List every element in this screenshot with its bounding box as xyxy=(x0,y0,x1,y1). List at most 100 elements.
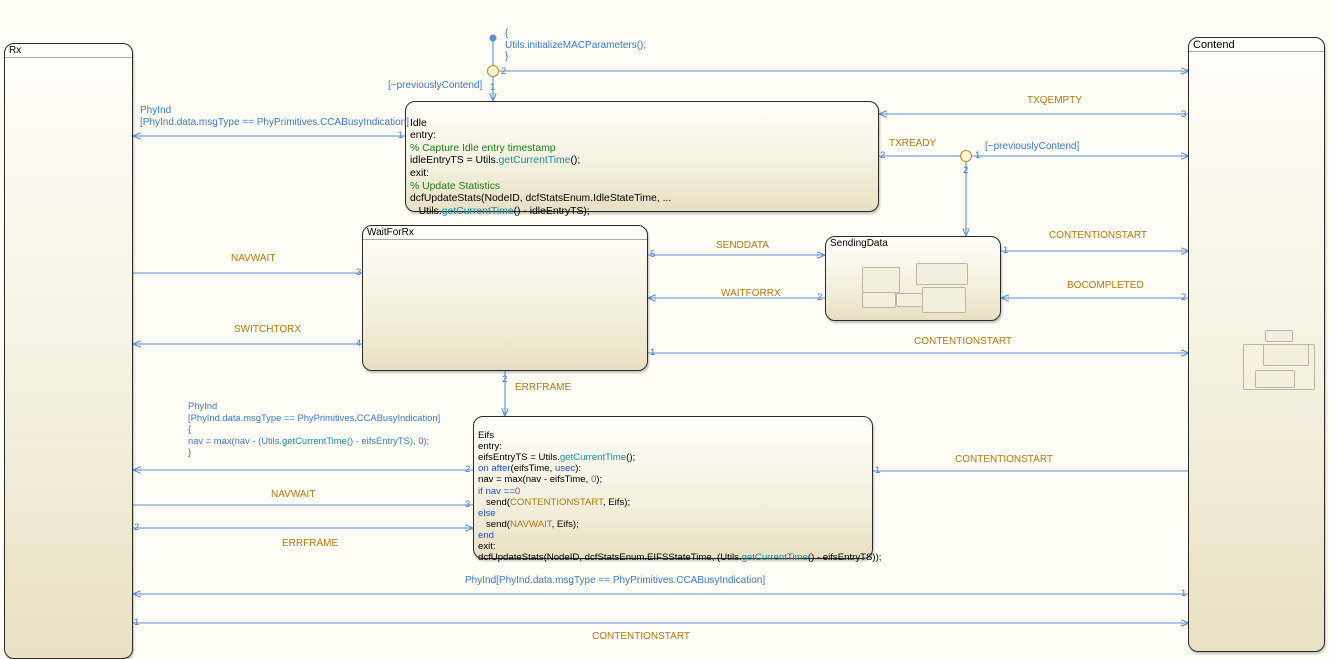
label-num: 0 xyxy=(418,434,424,446)
eifs-kw-after: after xyxy=(491,463,511,475)
fn-getcurrenttime: getCurrentTime xyxy=(559,452,627,464)
idle-code-post: (); xyxy=(570,155,581,167)
order-number: 1 xyxy=(1181,588,1187,599)
label-condition: [PhyInd.data.msgType == PhyPrimitives.CC… xyxy=(188,411,441,423)
inner-substate xyxy=(916,263,968,285)
label-event: PhyInd xyxy=(140,105,172,116)
divider xyxy=(363,239,647,240)
action-text: (); xyxy=(636,39,647,51)
label-contentionstart-1[interactable]: CONTENTIONSTART xyxy=(1049,230,1147,241)
label-action: ); xyxy=(423,434,430,446)
order-number: 4 xyxy=(356,338,362,349)
state-waitforrx[interactable]: WaitForRx xyxy=(362,225,648,371)
default-transition-action: { Utils.initializeMACParameters(); } xyxy=(505,28,646,63)
order-number: 2 xyxy=(963,165,969,176)
order-number: 1 xyxy=(1003,245,1009,256)
order-number: 1 xyxy=(134,617,140,628)
brace: { xyxy=(505,28,509,39)
label-navwait-2[interactable]: NAVWAIT xyxy=(271,489,316,500)
eifs-exit-label: exit: xyxy=(478,541,496,553)
eifs-kw-else: else xyxy=(478,507,496,519)
label-errframe-2[interactable]: ERRFRAME xyxy=(282,538,339,549)
action-text: Utils. xyxy=(505,39,528,51)
idle-stats-2-post: () - idleEntryTS); xyxy=(513,205,590,217)
label-condition: [PhyInd.data.msgType == PhyPrimitives.CC… xyxy=(140,116,410,128)
eifs-code: (eifsTime, xyxy=(510,463,555,475)
label-contentionstart-3[interactable]: CONTENTIONSTART xyxy=(955,454,1053,465)
order-number: 2 xyxy=(1181,292,1187,303)
label-prev-contend-2[interactable]: [~previouslyContend] xyxy=(985,141,1080,152)
order-number: 2 xyxy=(817,292,823,303)
eifs-kw-if: if xyxy=(478,485,483,497)
inner-substate xyxy=(862,292,896,308)
state-title: SendingData xyxy=(830,238,888,249)
order-number: 1 xyxy=(650,347,656,358)
divider xyxy=(1189,51,1324,52)
eifs-code: nav == xyxy=(482,485,515,497)
label-contentionstart-2[interactable]: CONTENTIONSTART xyxy=(914,336,1012,347)
inner-substate xyxy=(896,293,924,307)
brace: } xyxy=(505,51,509,62)
order-number: 1 xyxy=(975,150,981,161)
label-bocompleted[interactable]: BOCOMPLETED xyxy=(1067,280,1144,291)
junction-2 xyxy=(959,149,973,163)
brace: { xyxy=(188,423,192,434)
idle-comment-1: % Capture Idle entry timestamp xyxy=(410,142,556,154)
eifs-code: dcfUpdateStats(NodeID, dcfStatsEnum.EIFS… xyxy=(478,552,742,564)
fn-getcurrenttime: getCurrentTime xyxy=(498,155,571,167)
fn-getcurrenttime: getCurrentTime xyxy=(441,205,514,217)
eifs-code: () - eifsEntryTS)); xyxy=(807,552,882,564)
state-title: WaitForRx xyxy=(367,227,414,238)
idle-stats-1: dcfUpdateStats(NodeID, dcfStatsEnum.Idle… xyxy=(410,193,672,205)
state-contend[interactable]: Contend xyxy=(1188,37,1325,652)
eifs-kw-usec: usec xyxy=(554,463,576,475)
state-idle[interactable]: Idle entry: % Capture Idle entry timesta… xyxy=(405,101,879,217)
label-navwait-1[interactable]: NAVWAIT xyxy=(231,253,276,264)
order-number: 3 xyxy=(1181,109,1187,120)
eifs-code: (); xyxy=(626,452,636,464)
label-action: nav = max(nav - (Utils. xyxy=(188,434,283,446)
inner-substate xyxy=(1255,370,1295,388)
label-txqempty[interactable]: TXQEMPTY xyxy=(1027,95,1083,106)
eifs-code: nav = max(nav - eifsTime, xyxy=(478,474,591,486)
action-fn: initializeMACParameters xyxy=(527,39,637,51)
state-rx[interactable]: Rx xyxy=(4,43,133,659)
divider xyxy=(5,57,132,58)
junction-1 xyxy=(486,64,500,78)
order-number: 2 xyxy=(465,464,471,475)
order-number: 1 xyxy=(490,82,496,93)
label-errframe-1[interactable]: ERRFRAME xyxy=(515,382,572,393)
order-number: 5 xyxy=(650,249,656,260)
label-phyind-3[interactable]: PhyInd[PhyInd.data.msgType == PhyPrimiti… xyxy=(465,575,766,586)
order-number: 2 xyxy=(501,66,507,77)
label-senddata[interactable]: SENDDATA xyxy=(716,240,769,251)
order-number: 3 xyxy=(465,499,471,510)
default-transition-dot xyxy=(489,34,497,42)
eifs-kw-end: end xyxy=(478,529,495,541)
label-txready[interactable]: TXREADY xyxy=(889,138,937,149)
inner-substate xyxy=(1263,344,1309,366)
label-phyind-2[interactable]: PhyInd [PhyInd.data.msgType == PhyPrimit… xyxy=(188,400,440,458)
inner-substate xyxy=(862,267,900,293)
idle-entry-label: entry: xyxy=(410,130,436,142)
label-contentionstart-4[interactable]: CONTENTIONSTART xyxy=(592,631,690,642)
brace: } xyxy=(188,446,192,457)
state-title: Rx xyxy=(9,45,22,56)
order-number: 2 xyxy=(880,150,886,161)
order-number: 3 xyxy=(356,267,362,278)
label-event: PhyInd xyxy=(188,400,218,411)
eifs-code: , Eifs); xyxy=(602,496,631,508)
state-title: Eifs xyxy=(478,430,494,442)
label-switchtorx[interactable]: SWITCHTORX xyxy=(234,324,302,335)
eifs-event: NAVWAIT xyxy=(510,518,552,530)
label-waitforrx[interactable]: WAITFORRX xyxy=(721,288,781,299)
label-action: () - eifsEntryTS), xyxy=(346,434,419,446)
state-eifs[interactable]: Eifs entry: eifsEntryTS = Utils.getCurre… xyxy=(473,416,881,563)
idle-stats-2-pre: Utils. xyxy=(410,205,442,217)
eifs-code: ); xyxy=(596,474,603,486)
state-sendingdata[interactable]: SendingData xyxy=(825,236,1001,321)
label-prev-contend-1[interactable]: [~previouslyContend] xyxy=(388,80,483,91)
order-number: 1 xyxy=(875,465,881,476)
label-phyind-1[interactable]: PhyInd [PhyInd.data.msgType == PhyPrimit… xyxy=(140,105,409,128)
